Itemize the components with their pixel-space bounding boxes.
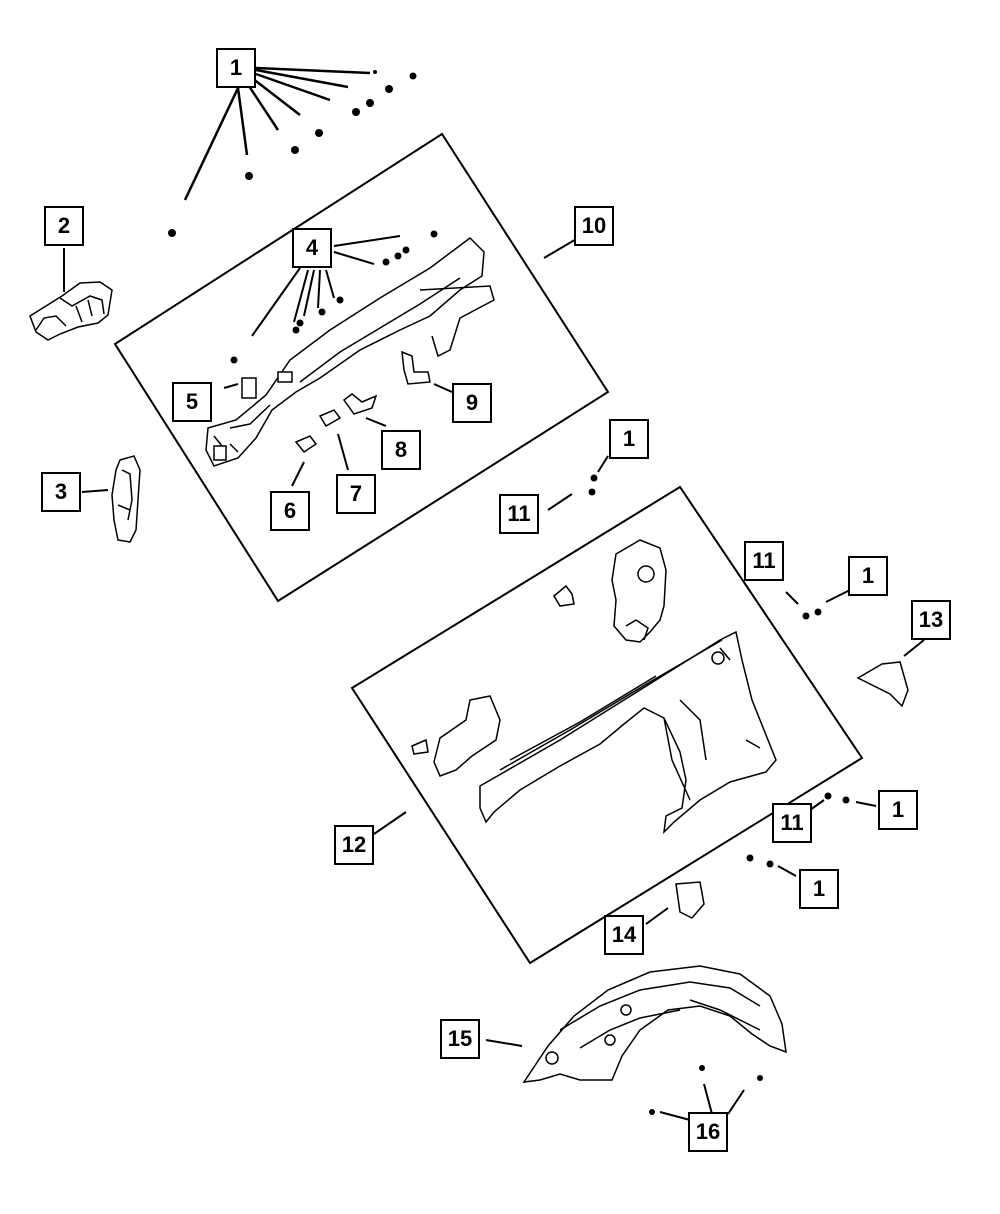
part-2-bracket [29, 248, 113, 341]
callout-1-top: 1 [216, 48, 256, 88]
panel-12-lower-bracket [411, 695, 501, 777]
fasteners-1-right [785, 589, 851, 620]
leader-lines-4 [251, 235, 401, 337]
quarter-panel [479, 630, 777, 835]
fasteners-16 [649, 1065, 763, 1121]
callout-4: 4 [292, 228, 332, 268]
part-13-trim [856, 639, 925, 708]
callout-12: 12 [334, 825, 374, 865]
leader-lines-1-top [183, 66, 371, 201]
callout-5: 5 [172, 382, 212, 422]
callout-2: 2 [44, 206, 84, 246]
callout-11-c: 11 [772, 803, 812, 843]
leader-line-12 [373, 811, 407, 835]
callout-7: 7 [336, 474, 376, 514]
callout-14: 14 [604, 915, 644, 955]
frame-rail [205, 237, 495, 467]
callout-3: 3 [41, 472, 81, 512]
callout-11-b: 11 [744, 541, 784, 581]
part-3-pillar [81, 455, 141, 543]
callout-1-bottom: 1 [799, 869, 839, 909]
callout-16: 16 [688, 1112, 728, 1152]
callout-9: 9 [452, 383, 492, 423]
fasteners-1-lower [746, 792, 877, 877]
part-6 [291, 435, 318, 487]
callout-13: 13 [911, 600, 951, 640]
callout-8: 8 [381, 430, 421, 470]
callout-1-mid: 1 [609, 419, 649, 459]
panel-frame-12 [350, 485, 864, 965]
part-9 [401, 350, 453, 393]
fasteners-1-top [168, 70, 417, 237]
part-8 [342, 393, 387, 427]
panel-12-upper-bracket [553, 539, 667, 643]
part-15-wheelhouse-liner [485, 965, 787, 1083]
fasteners-1-mid [547, 455, 609, 511]
callout-1-right: 1 [848, 556, 888, 596]
leader-line-10 [543, 237, 579, 259]
part-7 [318, 409, 349, 471]
panel-frame-10 [113, 132, 610, 603]
part-14-bracket [645, 881, 705, 925]
callout-15: 15 [440, 1019, 480, 1059]
fasteners-4 [230, 230, 438, 364]
callout-1-lower: 1 [878, 790, 918, 830]
callout-6: 6 [270, 491, 310, 531]
callout-11-a: 11 [499, 494, 539, 534]
callout-10: 10 [574, 206, 614, 246]
